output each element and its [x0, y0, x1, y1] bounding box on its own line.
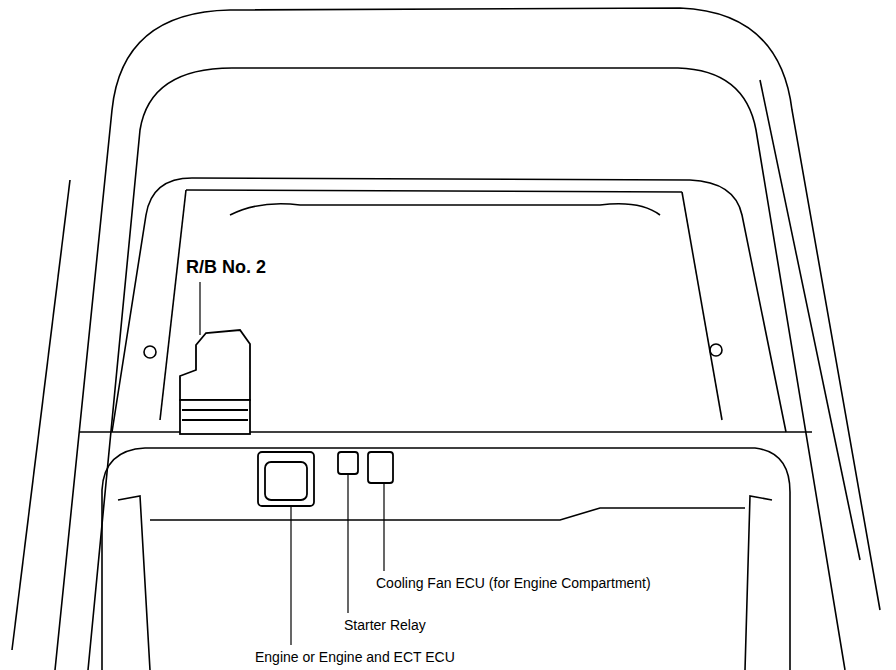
side-line — [760, 80, 860, 560]
tray-back — [186, 190, 682, 192]
relay-block — [180, 330, 250, 434]
lower-compartment — [102, 448, 790, 670]
lower-inner — [745, 496, 772, 670]
mount-hole — [710, 344, 722, 356]
lower-inner — [118, 496, 150, 670]
outer-frame-inner — [88, 68, 845, 670]
part-label: R/B No. 2 — [186, 257, 266, 278]
leader-line — [383, 484, 384, 571]
part-label: Starter Relay — [344, 617, 426, 634]
tray-outline — [112, 178, 786, 432]
leader-line — [347, 475, 348, 613]
tray-lip — [230, 204, 660, 215]
lower-shelf — [150, 508, 745, 520]
leader-line — [290, 507, 291, 645]
starter-relay — [338, 452, 358, 474]
engine-ecu — [258, 452, 314, 506]
part-label: Cooling Fan ECU (for Engine Compartment) — [376, 575, 651, 592]
cooling-fan-ecu — [368, 452, 393, 483]
side-line — [12, 180, 70, 650]
part-label: Engine or Engine and ECT ECU — [255, 649, 455, 666]
tray-side — [682, 192, 722, 420]
mount-hole — [144, 346, 156, 358]
outer-frame — [55, 8, 880, 670]
leader-line — [199, 282, 200, 335]
